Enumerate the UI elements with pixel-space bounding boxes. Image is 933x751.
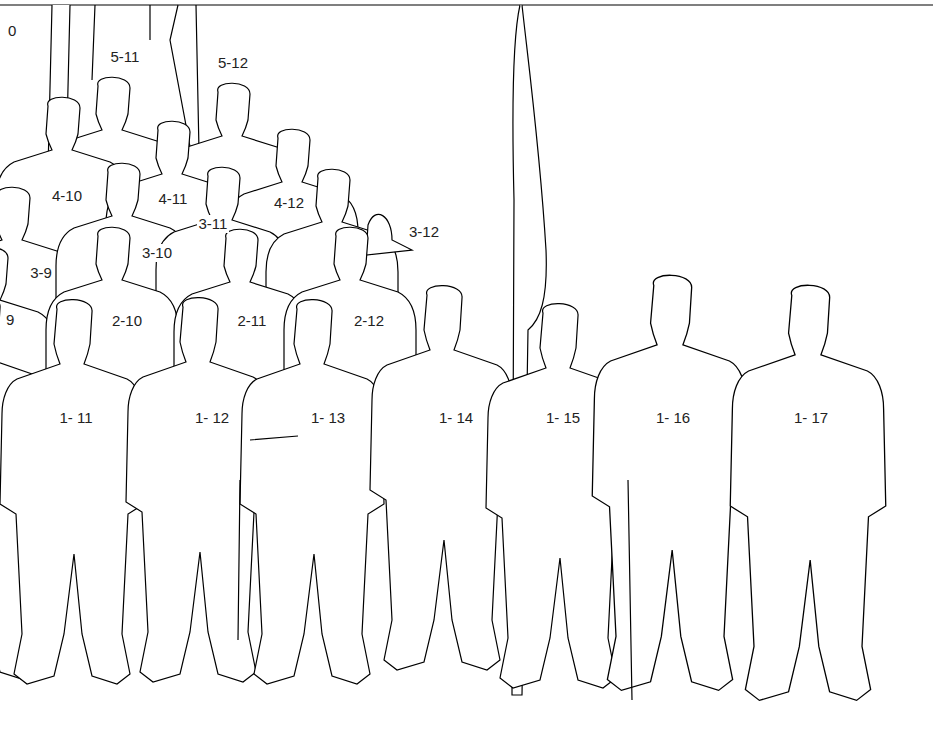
callout-number: 1- 13 [309, 409, 347, 427]
callout-number: 4-12 [272, 194, 306, 212]
callout-number: 5-12 [216, 54, 250, 72]
callout-number: 5-11 [109, 48, 142, 66]
callout-number: 1- 17 [792, 409, 830, 427]
callout-number: 3-11 [197, 215, 230, 233]
callout-number: 1- 11 [57, 409, 94, 427]
callout-number: 3-9 [28, 264, 54, 282]
callout-number: 4-11 [157, 190, 190, 208]
callout-number: 1- 15 [544, 409, 582, 427]
callout-number: 3-10 [140, 244, 174, 262]
callout-number: 2-11 [236, 312, 269, 330]
callout-number: 1- 14 [437, 409, 475, 427]
callout-number: 9 [4, 311, 16, 329]
callout-number: 2-10 [110, 312, 144, 330]
callout-number: 0 [6, 22, 18, 40]
callout-number: 1- 16 [654, 409, 692, 427]
callout-number: 4-10 [50, 187, 84, 205]
callout-number: 2-12 [352, 312, 386, 330]
callout-number: 3-12 [407, 223, 441, 241]
callout-number: 1- 12 [193, 409, 231, 427]
